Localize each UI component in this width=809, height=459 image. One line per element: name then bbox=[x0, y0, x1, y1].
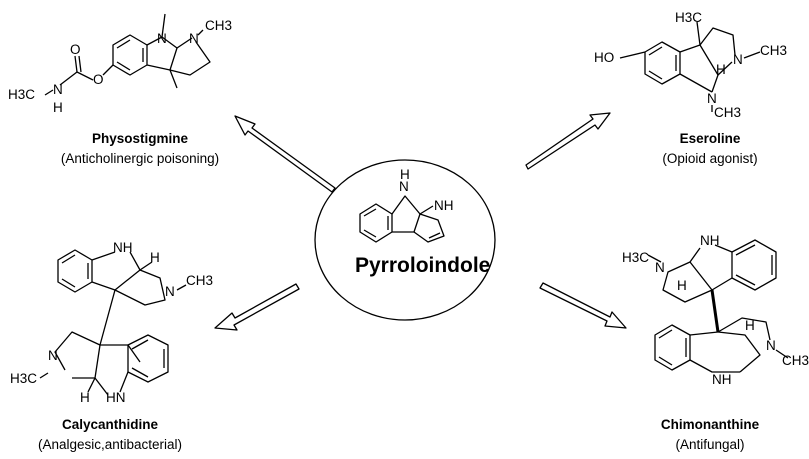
eser-atom-ch3-2: CH3 bbox=[714, 105, 741, 120]
physo-atom-n2: N bbox=[189, 31, 199, 46]
chimo-atom-n2: N bbox=[766, 338, 776, 353]
chimo-atom-ch3: CH3 bbox=[782, 353, 809, 368]
physo-atom-o2: O bbox=[70, 42, 81, 57]
center-atom-nh: NH bbox=[434, 198, 454, 213]
caly-atom-ch3: CH3 bbox=[186, 273, 213, 288]
physo-atom-n3: N bbox=[53, 82, 63, 97]
calycanthidine-activity: (Analgesic,antibacterial) bbox=[37, 437, 183, 452]
eser-atom-n1: N bbox=[733, 52, 743, 67]
eser-atom-ch3-1: CH3 bbox=[760, 43, 787, 58]
physo-atom-n1: N bbox=[157, 31, 167, 46]
arrow-to-eseroline bbox=[525, 112, 611, 170]
physo-atom-h: H bbox=[53, 100, 63, 115]
center-atom-n: N bbox=[399, 179, 409, 194]
calycanthidine-structure bbox=[39, 249, 187, 396]
eser-atom-h: H bbox=[716, 62, 726, 77]
calycanthidine-name: Calycanthidine bbox=[61, 417, 159, 432]
caly-atom-hn: HN bbox=[106, 390, 126, 405]
chimo-atom-h3c: H3C bbox=[622, 250, 649, 265]
caly-atom-nh1: NH bbox=[113, 240, 133, 255]
chimonanthine-name: Chimonanthine bbox=[660, 417, 760, 432]
chimo-atom-n1: N bbox=[655, 260, 665, 275]
caly-atom-h3c: H3C bbox=[10, 371, 37, 386]
physostigmine-name: Physostigmine bbox=[91, 131, 189, 146]
physostigmine-structure bbox=[44, 13, 211, 96]
eseroline-name: Eseroline bbox=[679, 131, 741, 146]
caly-atom-h1: H bbox=[150, 250, 160, 265]
eseroline-structure bbox=[619, 21, 761, 112]
chimo-atom-nh1: NH bbox=[700, 233, 720, 248]
pyrroloindole-structure bbox=[359, 195, 445, 243]
arrow-to-physostigmine bbox=[234, 115, 336, 193]
physostigmine-activity: (Anticholinergic poisoning) bbox=[60, 151, 220, 166]
physo-atom-h3c: H3C bbox=[8, 87, 35, 102]
eser-atom-ho: HO bbox=[594, 50, 614, 65]
chimonanthine-structure bbox=[647, 239, 789, 373]
chimo-atom-nh2: NH bbox=[712, 372, 732, 387]
arrow-to-chimonanthine bbox=[539, 282, 627, 329]
eser-atom-n2: N bbox=[707, 91, 717, 106]
arrow-to-calycanthidine bbox=[214, 283, 300, 331]
caly-atom-n2: N bbox=[48, 348, 58, 363]
central-ellipse bbox=[314, 159, 496, 321]
chimo-atom-h2: H bbox=[745, 318, 755, 333]
chimo-atom-h1: H bbox=[677, 278, 687, 293]
eseroline-activity: (Opioid agonist) bbox=[662, 151, 758, 166]
eser-atom-h3c: H3C bbox=[675, 10, 702, 25]
chimonanthine-activity: (Antifungal) bbox=[675, 437, 745, 452]
caly-atom-n1: N bbox=[165, 284, 175, 299]
physo-atom-o1: O bbox=[93, 72, 104, 87]
center-label: Pyrroloindole bbox=[355, 254, 491, 277]
caly-atom-h2: H bbox=[80, 390, 90, 405]
physo-atom-ch3: CH3 bbox=[205, 18, 232, 33]
center-atom-h: H bbox=[400, 167, 410, 182]
